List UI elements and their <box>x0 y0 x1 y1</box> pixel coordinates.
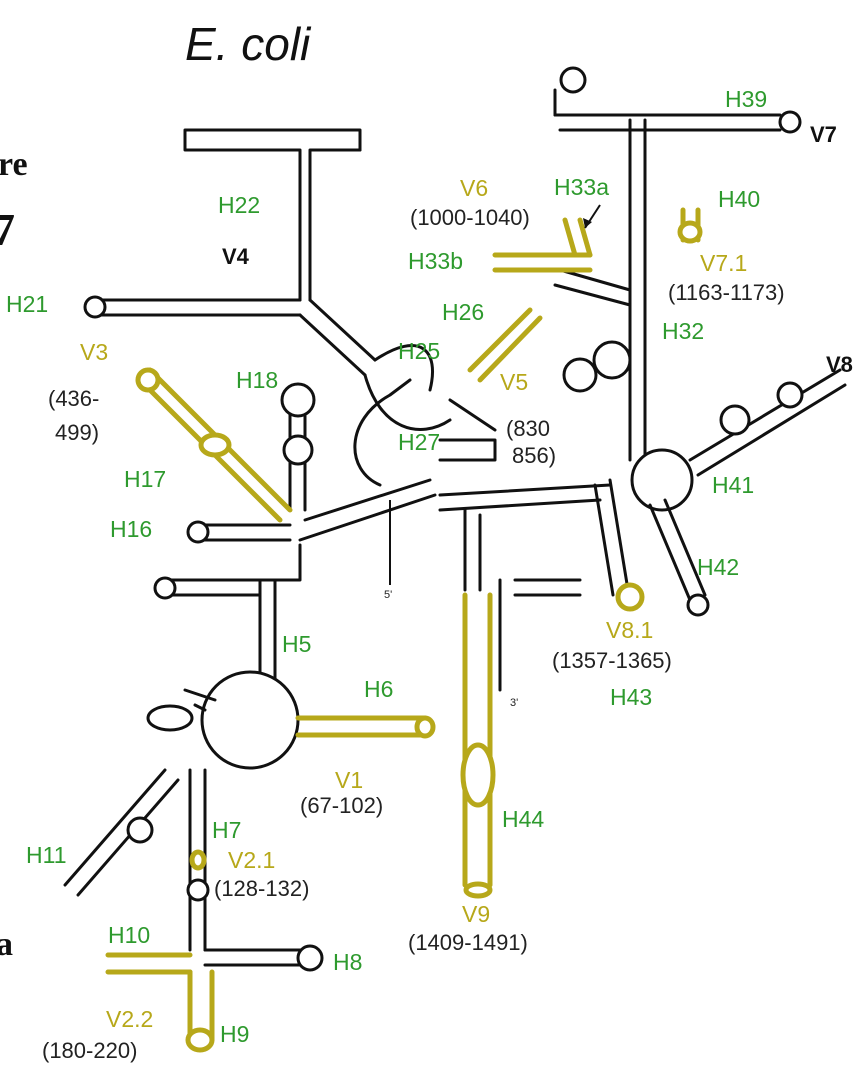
label-h44: H44 <box>502 806 544 832</box>
range-v7-1: (1163-1173) <box>668 280 785 305</box>
label-v4: V4 <box>222 244 250 269</box>
label-h21: H21 <box>6 291 48 317</box>
label-v3: V3 <box>80 339 108 365</box>
label-v2-1: V2.1 <box>228 847 275 873</box>
label-h7: H7 <box>212 817 241 843</box>
label-h41: H41 <box>712 472 754 498</box>
range-v5-line2: 856) <box>512 443 556 468</box>
label-h39: H39 <box>725 86 767 112</box>
range-v9: (1409-1491) <box>408 930 528 955</box>
label-h9: H9 <box>220 1021 249 1047</box>
label-h33a: H33a <box>554 174 609 200</box>
label-v5: V5 <box>500 369 528 395</box>
label-h10: H10 <box>108 922 150 948</box>
range-v8-1: (1357-1365) <box>552 648 672 673</box>
label-v7: V7 <box>810 122 837 147</box>
label-h26: H26 <box>442 299 484 325</box>
edge-fragment-7: 7 <box>0 204 15 255</box>
label-v1: V1 <box>335 767 363 793</box>
range-v6: (1000-1040) <box>410 205 530 230</box>
label-v8: V8 <box>826 352 853 377</box>
label-v9: V9 <box>462 901 490 927</box>
edge-fragment-re: re <box>0 146 28 183</box>
range-v5-line1: (830 <box>506 416 550 441</box>
variable-region-labels: V6 V7.1 V3 V5 V8.1 V1 V2.1 V9 V2.2 <box>80 175 747 1032</box>
label-h8: H8 <box>333 949 362 975</box>
five-prime-end: 5' <box>384 589 392 601</box>
range-v3-line2: 499) <box>55 420 99 445</box>
label-v6: V6 <box>460 175 488 201</box>
label-h27: H27 <box>398 429 440 455</box>
range-v1: (67-102) <box>300 793 383 818</box>
label-h6: H6 <box>364 676 393 702</box>
label-h42: H42 <box>697 554 739 580</box>
three-prime-end: 3' <box>510 697 518 709</box>
label-h40: H40 <box>718 186 760 212</box>
range-v2-2: (180-220) <box>42 1038 137 1063</box>
helix-labels: H39 H22 H33a H40 H33b H21 H26 H32 H25 H1… <box>6 86 767 1047</box>
label-h5: H5 <box>282 631 311 657</box>
range-v3-line1: (436- <box>48 386 99 411</box>
label-h25: H25 <box>398 338 440 364</box>
label-v2-2: V2.2 <box>106 1006 153 1032</box>
range-v2-1: (128-132) <box>214 876 309 901</box>
label-h43: H43 <box>610 684 652 710</box>
black-labels: V4 V7 V8 <box>222 122 853 377</box>
label-h18: H18 <box>236 367 278 393</box>
edge-fragment-a: a <box>0 926 13 963</box>
label-h16: H16 <box>110 516 152 542</box>
label-h17: H17 <box>124 466 166 492</box>
label-h22: H22 <box>218 192 260 218</box>
label-h32: H32 <box>662 318 704 344</box>
label-v8-1: V8.1 <box>606 617 653 643</box>
organism-title: E. coli <box>185 18 312 70</box>
label-h11: H11 <box>26 842 67 868</box>
label-h33b: H33b <box>408 248 463 274</box>
label-v7-1: V7.1 <box>700 250 747 276</box>
